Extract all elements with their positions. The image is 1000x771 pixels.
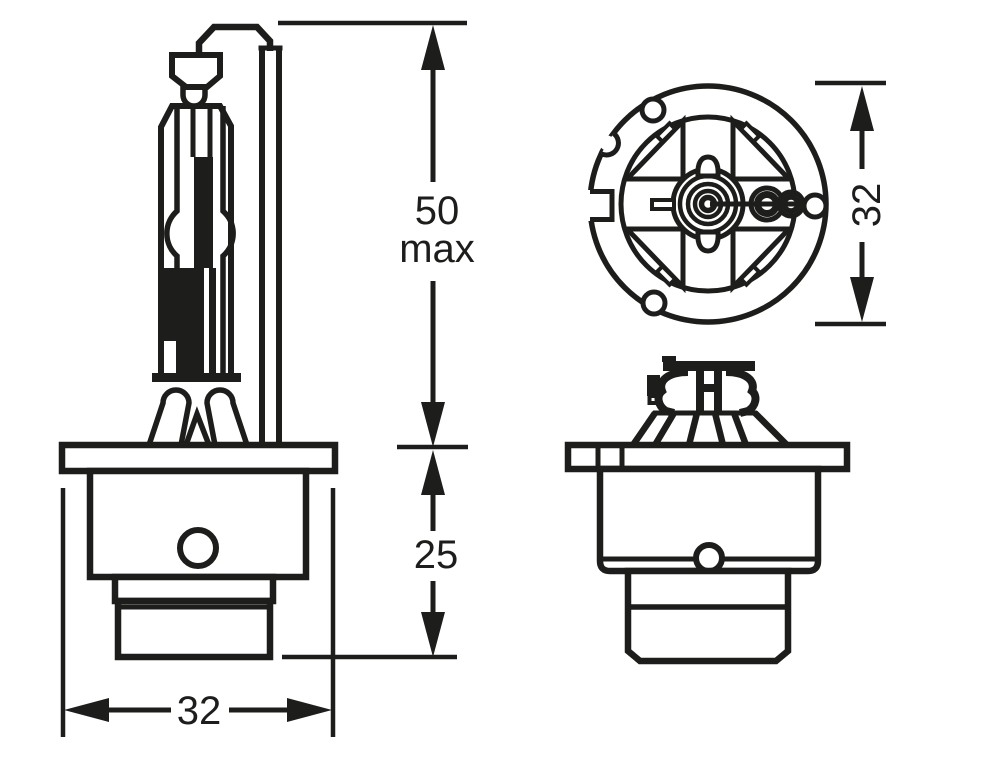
getter-cap <box>169 52 223 90</box>
dim-overall-length: 50 max <box>278 20 475 450</box>
holder-column-right <box>714 370 722 414</box>
electrode-rod <box>194 157 213 268</box>
base-step-front <box>111 573 277 605</box>
base-flange-front <box>58 441 339 475</box>
slot-eraser <box>584 190 613 221</box>
arrow-down <box>850 277 874 322</box>
pilot-hole-top <box>639 96 667 124</box>
support-leg-center <box>182 406 214 448</box>
arrow-up <box>421 25 445 70</box>
dim-base-width: 32 <box>60 488 336 737</box>
base-plug-side <box>624 567 792 665</box>
lead-arch <box>195 23 274 56</box>
holder-rung <box>702 384 716 392</box>
bore-right-with-bulge <box>220 106 236 374</box>
strut-3 <box>685 412 701 446</box>
holder-top-bar <box>663 361 755 371</box>
pinch-foot <box>152 373 241 382</box>
strut-2 <box>652 411 677 447</box>
holder-bar-nub <box>662 356 676 362</box>
dim-overall-length-value: 50 <box>415 189 460 233</box>
base-flange-side <box>564 441 851 473</box>
eyelet-left-ring <box>754 191 780 217</box>
eyelet-right-ring <box>781 194 801 214</box>
lead-left <box>650 198 676 211</box>
wing-tab-sw <box>653 263 679 288</box>
hub-bump-bottom <box>695 229 721 254</box>
locating-hole-side <box>693 542 725 574</box>
support-leg-right <box>204 387 251 448</box>
pilot-hole-bottom <box>640 289 668 317</box>
arrow-right <box>287 698 332 722</box>
keyway-notch-round <box>600 131 621 158</box>
keyway-notch-slot <box>590 189 615 222</box>
arrow-down <box>421 612 445 657</box>
base-body-side <box>596 465 822 575</box>
dim-cap-diameter-value: 32 <box>845 183 889 228</box>
wing-tab-ne <box>737 120 763 145</box>
wing-tab-nw <box>653 120 679 145</box>
foil-notch <box>164 341 176 374</box>
arrow-up <box>421 450 445 495</box>
holder-column-left <box>696 370 704 414</box>
arrow-left <box>64 698 109 722</box>
dim-base-height-value: 25 <box>414 533 459 577</box>
dim-cap-diameter: 32 <box>815 80 889 327</box>
locating-hole-front <box>177 527 219 569</box>
bore-left-with-bulge <box>164 106 180 374</box>
strut-6 <box>752 410 790 448</box>
strut-4 <box>711 412 727 446</box>
cap-top-view <box>584 83 829 325</box>
seal-line <box>209 268 216 374</box>
dim-overall-length-qualifier: max <box>399 227 475 271</box>
clip-block <box>647 375 660 396</box>
hub-bump-top <box>695 154 721 179</box>
pilot-hole-right <box>801 192 829 220</box>
dim-base-height: 25 <box>282 450 459 660</box>
wing-tab-se <box>737 263 763 288</box>
arrow-up <box>850 86 874 131</box>
clip-ear-right <box>725 368 760 417</box>
strut-1 <box>630 411 658 447</box>
clip-ear-left <box>654 368 689 417</box>
dim-base-width-value: 32 <box>177 689 222 733</box>
strut-5 <box>730 411 750 447</box>
base-plug-front <box>114 597 274 661</box>
support-leg-left <box>145 387 192 448</box>
base-side-view <box>564 356 851 665</box>
front-view <box>58 23 339 661</box>
arrow-down <box>421 402 445 447</box>
